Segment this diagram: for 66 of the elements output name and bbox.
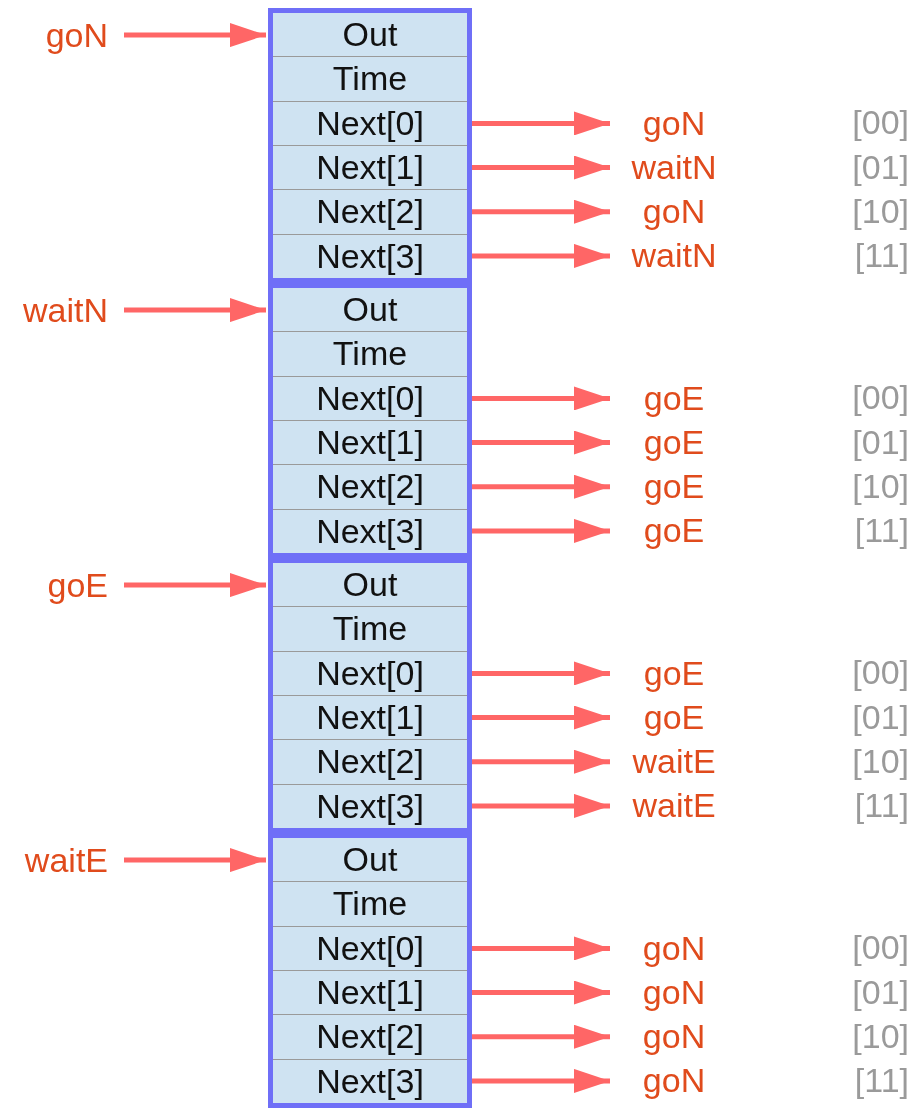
table-row: Next[0]	[273, 925, 467, 970]
table-row: Out	[273, 563, 467, 607]
bit-code-label: [11]	[854, 785, 909, 825]
table-row: Out	[273, 13, 467, 57]
table-row: Time	[273, 606, 467, 651]
table-row: Next[2]	[273, 1014, 467, 1059]
bit-code-label: [00]	[852, 653, 909, 693]
table-row: Next[1]	[273, 970, 467, 1015]
state-label: goN	[612, 189, 736, 234]
table-row: Next[3]	[273, 1058, 467, 1103]
bit-code-label: [10]	[852, 741, 909, 781]
bit-code-label: [10]	[852, 466, 909, 506]
state-block	[268, 8, 472, 283]
bit-code-label: [10]	[852, 1016, 909, 1056]
bit-code-label: [11]	[854, 510, 909, 550]
state-label: goE	[612, 695, 736, 740]
state-label: goN	[612, 970, 736, 1015]
table-row: Next[2]	[273, 739, 467, 784]
state-label: goE	[612, 651, 736, 696]
state-label: goN	[612, 1014, 736, 1059]
table-row: Next[0]	[273, 375, 467, 420]
bit-code-label: [01]	[852, 697, 909, 737]
table-row: Next[3]	[273, 233, 467, 278]
bit-code-label: [11]	[854, 235, 909, 275]
state-label: goN	[0, 13, 122, 58]
arrow	[124, 23, 266, 48]
state-label: waitN	[612, 233, 736, 278]
bit-code-label: [01]	[852, 147, 909, 187]
table-row: Next[0]	[273, 650, 467, 695]
table-row: Next[3]	[273, 508, 467, 553]
table-row: Next[2]	[273, 464, 467, 509]
state-label: goE	[612, 376, 736, 421]
state-label: goN	[612, 1058, 736, 1103]
table-row: Next[1]	[273, 695, 467, 740]
bit-code-label: [11]	[854, 1060, 909, 1100]
state-label: waitE	[612, 783, 736, 828]
state-label: waitN	[0, 288, 122, 333]
state-label: waitN	[612, 145, 736, 190]
state-label: goE	[612, 420, 736, 465]
table-row: Next[1]	[273, 145, 467, 190]
bit-code-label: [01]	[852, 422, 909, 462]
table-row: Next[2]	[273, 189, 467, 234]
table-row: Time	[273, 881, 467, 926]
table-row: Next[1]	[273, 420, 467, 465]
state-label: goN	[612, 101, 736, 146]
table-row: Next[0]	[273, 100, 467, 145]
state-block	[268, 833, 472, 1108]
table-row: Out	[273, 288, 467, 332]
table-row: Time	[273, 331, 467, 376]
state-label: goN	[612, 926, 736, 971]
table-row: Next[3]	[273, 783, 467, 828]
state-label: goE	[0, 563, 122, 608]
state-label: waitE	[612, 739, 736, 784]
table-row: Time	[273, 56, 467, 101]
bit-code-label: [00]	[852, 928, 909, 968]
state-label: waitE	[0, 838, 122, 883]
state-label: goE	[612, 464, 736, 509]
arrow	[124, 298, 266, 323]
bit-code-label: [10]	[852, 191, 909, 231]
arrow	[124, 848, 266, 873]
arrow	[124, 573, 266, 598]
table-row: Out	[273, 838, 467, 882]
bit-code-label: [00]	[852, 103, 909, 143]
bit-code-label: [01]	[852, 972, 909, 1012]
state-label: goE	[612, 508, 736, 553]
bit-code-label: [00]	[852, 378, 909, 418]
